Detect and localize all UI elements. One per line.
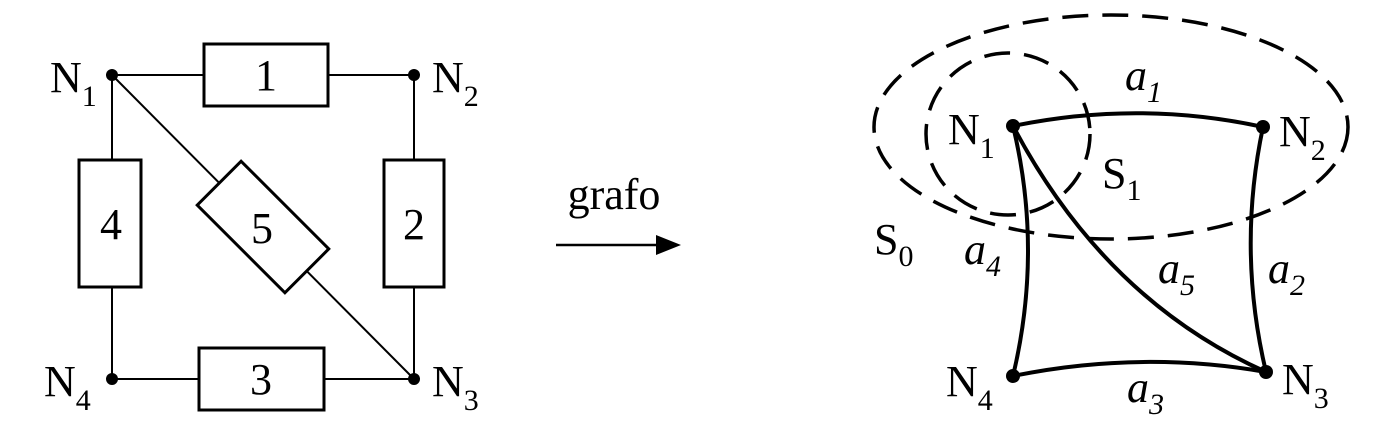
element-1-box: [202, 42, 330, 108]
graph-node-n1-label: N1: [948, 105, 995, 165]
edge-a5: [1011, 125, 1267, 374]
edge-a2: [1248, 126, 1268, 373]
edge-a3-label: a3: [1127, 363, 1164, 421]
graph-node-n3-label: N3: [1282, 355, 1329, 415]
edge-a2-label: a2: [1268, 244, 1305, 302]
circuit-diagram: 1 2 3 4 5 N1 N2 N3 N4: [44, 42, 479, 417]
graph-diagram: N1 N2 N3 N4 a1 a2 a3 a4 a5 S0 S1: [872, 13, 1350, 421]
element-4-label: 4: [100, 200, 122, 249]
cutset-s0-ellipse: [872, 13, 1350, 241]
element-5-box: [195, 159, 331, 295]
circuit-node-n3-label: N3: [432, 357, 479, 417]
element-5-label: 5: [251, 204, 273, 253]
circuit-node-n3-dot: [408, 373, 420, 385]
element-4-box: [77, 158, 143, 289]
transform-arrow-group: grafo: [556, 170, 681, 255]
circuit-node-n1-dot: [106, 69, 118, 81]
transform-label: grafo: [568, 170, 661, 219]
cutset-s1-label: S1: [1102, 149, 1141, 207]
graph-node-n4-dot: [1006, 369, 1020, 383]
transform-arrow-head: [656, 235, 681, 255]
cutset-s0-label: S0: [874, 215, 913, 273]
edge-a3: [1012, 359, 1267, 378]
edge-a1-label: a1: [1125, 51, 1162, 109]
circuit-node-n2-dot: [408, 69, 420, 81]
element-3-label: 3: [250, 355, 272, 404]
circuit-node-n1-label: N1: [50, 53, 97, 113]
circuit-node-n4-dot: [106, 373, 118, 385]
cutset-s1-ellipse: [924, 51, 1092, 217]
edge-a5-label: a5: [1158, 244, 1195, 302]
circuit-node-n2-label: N2: [432, 53, 479, 113]
edge-a1: [1012, 111, 1264, 129]
graph-node-n2-label: N2: [1279, 107, 1326, 167]
circuit-node-n4-label: N4: [44, 357, 91, 417]
element-3-box: [197, 346, 326, 412]
graph-node-n2-dot: [1256, 120, 1270, 134]
element-1-label: 1: [255, 51, 277, 100]
graph-node-n4-label: N4: [946, 357, 993, 417]
element-2-box: [382, 158, 446, 289]
edge-a4-label: a4: [964, 225, 1001, 283]
edge-a4: [1011, 125, 1030, 377]
graph-node-n1-dot: [1006, 119, 1020, 133]
element-2-label: 2: [403, 200, 425, 249]
graph-node-n3-dot: [1259, 365, 1273, 379]
